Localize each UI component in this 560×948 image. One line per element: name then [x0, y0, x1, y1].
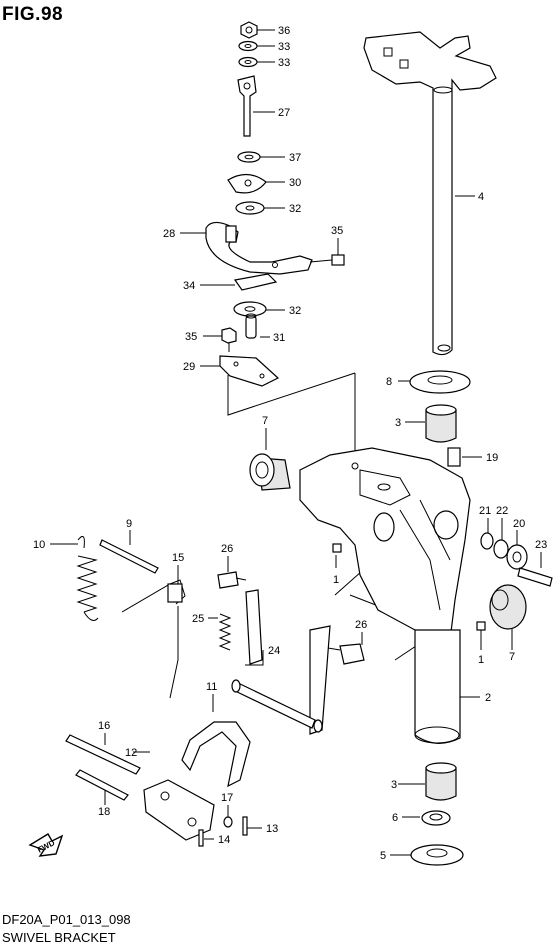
callout-18: 18 — [98, 806, 110, 818]
bolt-23 — [517, 567, 553, 587]
callout-11: 11 — [206, 681, 217, 693]
callout-24: 24 — [268, 645, 280, 657]
callout-25: 25 — [192, 613, 204, 625]
spring-25 — [218, 613, 232, 651]
pin-9 — [99, 539, 159, 574]
callout-3: 3 — [391, 779, 397, 791]
pin-31 — [245, 313, 257, 339]
callout-8: 8 — [386, 376, 392, 388]
callout-30: 30 — [289, 177, 301, 189]
handle-28 — [205, 221, 313, 275]
washer-33b — [238, 56, 258, 68]
callout-27: 27 — [278, 107, 290, 119]
callout-34: 34 — [183, 280, 195, 292]
tilt-lever-24 — [231, 589, 331, 735]
pin-13 — [242, 816, 248, 836]
plate-30 — [227, 173, 267, 194]
callout-17: 17 — [221, 792, 233, 804]
washer-37 — [237, 151, 261, 163]
bolt-27 — [237, 75, 257, 137]
callout-20: 20 — [513, 518, 525, 530]
callout-13: 13 — [266, 823, 278, 835]
callout-5: 5 — [380, 850, 386, 862]
callout-32: 32 — [289, 305, 301, 317]
spring-10 — [76, 535, 99, 621]
callout-23: 23 — [535, 539, 547, 551]
washer-33a — [238, 40, 258, 52]
pin-14 — [198, 829, 204, 847]
callout-1: 1 — [478, 654, 484, 666]
callout-28: 28 — [163, 228, 175, 240]
bolt-26a — [217, 571, 247, 589]
bushing-20 — [506, 544, 528, 570]
callout-3: 3 — [395, 417, 401, 429]
callout-26: 26 — [221, 543, 233, 555]
nut-36 — [240, 21, 258, 39]
bushing-7-left — [249, 453, 291, 491]
plate-29 — [219, 355, 280, 387]
callout-2: 2 — [485, 692, 491, 704]
callout-7: 7 — [262, 415, 268, 427]
figure-title: FIG.98 — [2, 4, 64, 25]
callout-16: 16 — [98, 720, 110, 732]
washer-8 — [409, 370, 471, 394]
bolt-35b — [221, 327, 237, 352]
diagram-name: SWIVEL BRACKET — [2, 930, 116, 945]
washer-22 — [493, 539, 509, 559]
washer-17 — [223, 816, 233, 828]
bushing-3-upper — [425, 404, 457, 443]
washer-5 — [410, 844, 464, 866]
callout-21: 21 — [479, 505, 491, 517]
callout-labels: 36 33 33 27 37 30 32 28 35 34 32 35 31 2… — [33, 25, 547, 862]
callout-4: 4 — [478, 191, 484, 203]
bushing-3-lower — [425, 762, 457, 801]
diagram-code: DF20A_P01_013_098 — [2, 912, 131, 927]
callout-33: 33 — [278, 57, 290, 69]
callout-15: 15 — [172, 552, 184, 564]
fwd-arrow-icon: FWD — [28, 833, 64, 857]
grease-nipple-1a — [332, 543, 342, 553]
washer-6 — [421, 810, 451, 826]
shaft-16 — [65, 734, 141, 775]
callout-1: 1 — [333, 574, 339, 586]
callout-37: 37 — [289, 152, 301, 164]
callout-33: 33 — [278, 41, 290, 53]
bracket-11 — [181, 721, 251, 788]
washer-32a — [235, 201, 265, 215]
steering-shaft-4 — [363, 31, 497, 356]
holder-12 — [143, 779, 215, 841]
callout-32: 32 — [289, 203, 301, 215]
swivel-bracket-body — [299, 447, 471, 641]
lever-15 — [121, 579, 186, 699]
shaft-18 — [75, 769, 129, 801]
callout-35: 35 — [185, 331, 197, 343]
callout-36: 36 — [278, 25, 290, 37]
callout-19: 19 — [486, 452, 498, 464]
lever-34 — [233, 273, 278, 291]
callout-10: 10 — [33, 539, 45, 551]
bolt-35a — [309, 254, 345, 266]
callout-22: 22 — [496, 505, 508, 517]
callout-31: 31 — [273, 332, 285, 344]
callout-29: 29 — [183, 361, 195, 373]
callout-12: 12 — [125, 747, 137, 759]
callout-26: 26 — [355, 619, 367, 631]
spacer-19 — [447, 447, 461, 467]
callout-14: 14 — [218, 834, 230, 846]
grease-nipple-1b — [476, 621, 486, 631]
callout-9: 9 — [126, 518, 132, 530]
washer-21 — [480, 532, 494, 550]
callout-6: 6 — [392, 812, 398, 824]
callout-7: 7 — [509, 651, 515, 663]
clamp-tube-2 — [414, 629, 461, 744]
bolt-26b — [327, 643, 365, 665]
callout-35: 35 — [331, 225, 343, 237]
bushing-7-right — [489, 584, 527, 630]
